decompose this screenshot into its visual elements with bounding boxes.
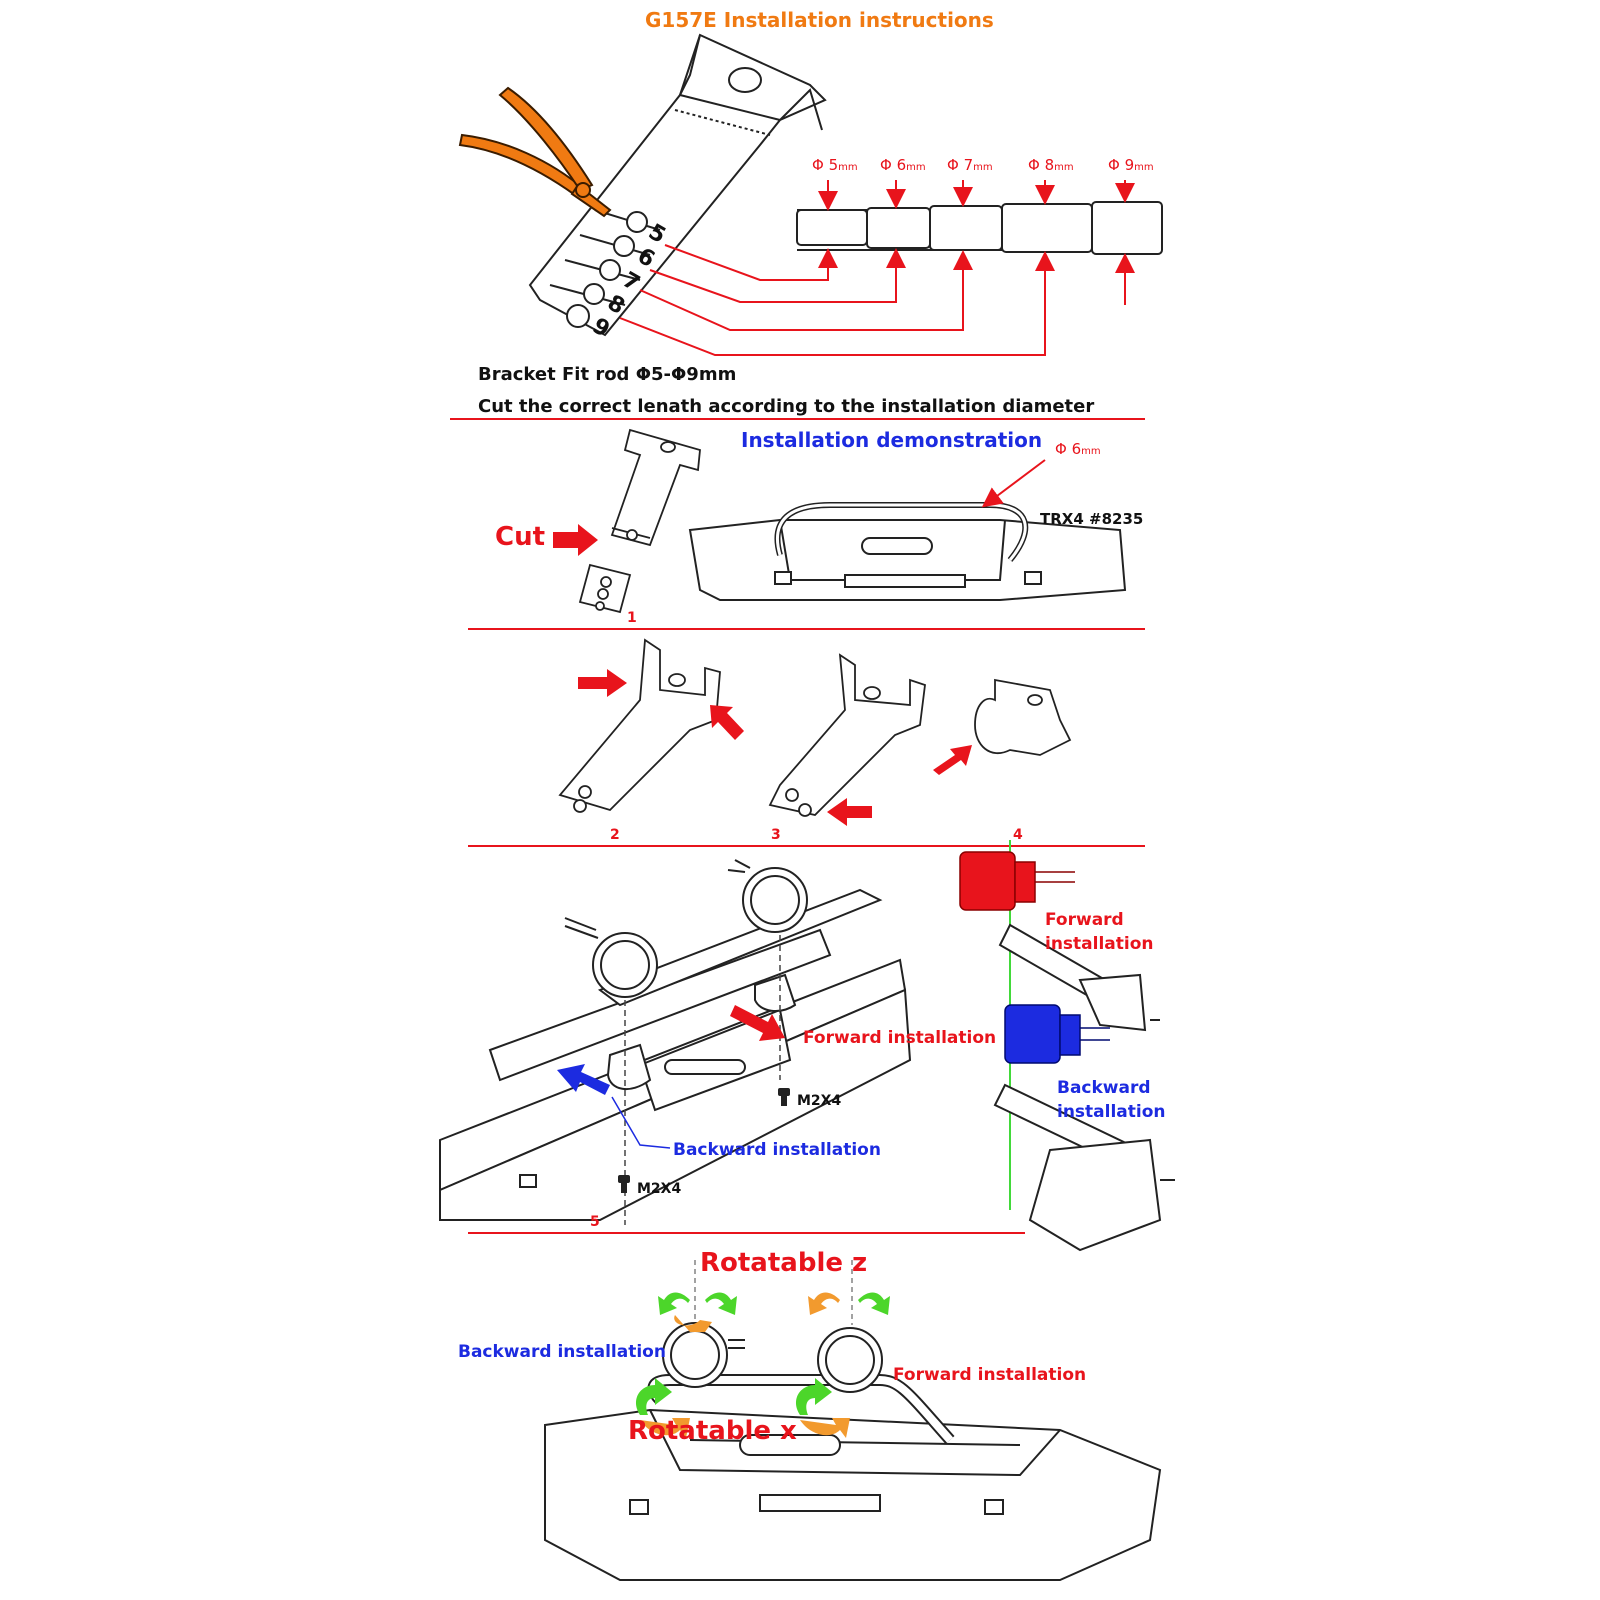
- rotation-x-arrows: [635, 1378, 850, 1438]
- step5-bumper-drawing: [439, 888, 912, 1221]
- rotatable-x-label: Rotatable x: [628, 1416, 797, 1446]
- screw-label-2: M2X4: [637, 1181, 682, 1197]
- final-bumper-drawing: [544, 1374, 1162, 1581]
- diameter-markers: [619, 180, 1135, 356]
- step5-forward-arrow: [730, 1005, 785, 1041]
- cut-label: Cut: [495, 522, 546, 552]
- step3-arrow: [827, 798, 872, 826]
- screw-icons: [618, 1088, 790, 1193]
- diameter-rods: [796, 201, 1163, 255]
- bumper-drawing: [688, 502, 1127, 601]
- step5-backward-leader: [611, 1096, 671, 1149]
- final-center-lines: [694, 1260, 853, 1325]
- step-number-1: 1: [627, 610, 637, 626]
- section-dividers: [450, 418, 1145, 1234]
- step5-backward-label: Backward installation: [673, 1140, 881, 1160]
- final-forward-label: Forward installation: [893, 1365, 1087, 1385]
- step3-bracket: [768, 653, 926, 817]
- page-title: G157E Installation instructions: [645, 8, 994, 32]
- demo-diameter: Φ 6mm: [1055, 440, 1101, 458]
- diameter-label-9: Φ 9mm: [1108, 156, 1154, 174]
- step5-lights: [564, 859, 808, 998]
- step2-arrows: [578, 669, 744, 740]
- diameter-label-7: Φ 7mm: [947, 156, 993, 174]
- cut-arrow-icon: [553, 524, 598, 556]
- step4-backward-line1: Backward: [1057, 1078, 1151, 1098]
- step4-arrow: [933, 745, 972, 775]
- screw-label-1: M2X4: [797, 1093, 842, 1109]
- rotatable-z-label: Rotatable z: [700, 1248, 868, 1278]
- step-number-4: 4: [1013, 827, 1023, 843]
- backward-light-blue: [1004, 1004, 1110, 1064]
- model-label: TRX4 #8235: [1040, 510, 1144, 528]
- step4-forward-line2: installation: [1045, 934, 1154, 954]
- final-lights: [662, 1322, 883, 1393]
- step5-center-lines: [624, 935, 781, 1225]
- final-backward-label: Backward installation: [458, 1342, 666, 1362]
- step5-forward-label: Forward installation: [803, 1028, 997, 1048]
- cut-instruction-text: Cut the correct lenath according to the …: [478, 396, 1095, 417]
- diameter-label-8: Φ 8mm: [1028, 156, 1074, 174]
- diameter-label-5: Φ 5mm: [812, 156, 858, 174]
- diameter-label-6: Φ 6mm: [880, 156, 926, 174]
- step2-bracket: [558, 638, 721, 813]
- pliers-icon: [458, 86, 612, 218]
- bracket-scale-drawing: [528, 33, 827, 337]
- side-bumper-drawing: [993, 923, 1175, 1252]
- step4-backward-line2: installation: [1057, 1102, 1166, 1122]
- step-number-3: 3: [771, 827, 781, 843]
- step4-clamp: [974, 678, 1072, 756]
- demo-diameter-leader: [981, 459, 1046, 508]
- demo-title: Installation demonstration: [741, 428, 1043, 452]
- step4-forward-line1: Forward: [1045, 910, 1124, 930]
- step5-clamps: [606, 973, 797, 1090]
- step-number-2: 2: [610, 827, 620, 843]
- cut-bracket-drawing: [578, 428, 701, 614]
- bracket-fit-text: Bracket Fit rod Φ5-Φ9mm: [478, 364, 737, 385]
- step5-backward-arrow: [557, 1064, 610, 1095]
- rotation-z-arrows: [658, 1292, 890, 1332]
- step-number-5: 5: [590, 1214, 600, 1230]
- forward-light-red: [959, 851, 1075, 911]
